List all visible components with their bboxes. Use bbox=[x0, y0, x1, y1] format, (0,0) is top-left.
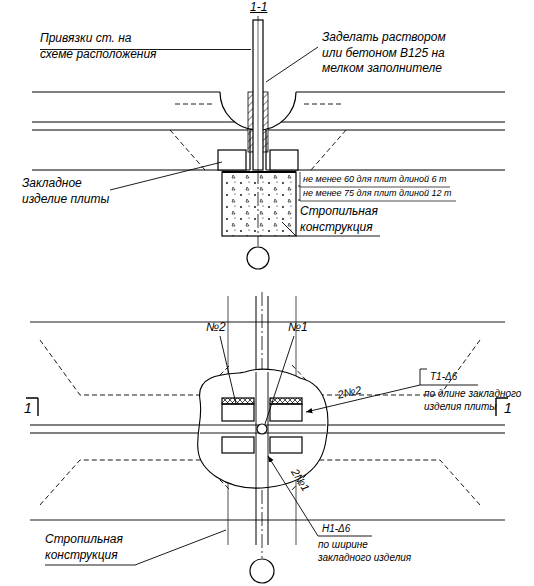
drawing-stroke bbox=[270, 404, 302, 421]
section-mark: 1 bbox=[24, 399, 32, 417]
drawing-stroke bbox=[198, 369, 328, 488]
drawing-stroke bbox=[135, 530, 226, 565]
drawing-stroke bbox=[270, 150, 298, 170]
drawing-stroke bbox=[222, 404, 254, 421]
drawing-stroke bbox=[258, 20, 259, 170]
drawing-stroke bbox=[268, 456, 318, 536]
weld-code: Т1-Δ6 bbox=[430, 370, 457, 383]
drawing-stroke bbox=[296, 91, 505, 92]
drawing-stroke bbox=[306, 385, 420, 412]
drawing-stroke bbox=[282, 222, 296, 236]
drawing-stroke bbox=[270, 398, 302, 404]
drawing-stroke bbox=[200, 372, 326, 488]
drawing-stroke bbox=[220, 336, 236, 404]
drawing-stroke bbox=[32, 129, 248, 130]
drawing-stroke bbox=[32, 121, 248, 122]
drawing-stroke bbox=[270, 437, 302, 453]
drawing-stroke bbox=[250, 559, 274, 583]
drawing-stroke bbox=[45, 565, 135, 566]
callout-number: №1 bbox=[288, 320, 308, 336]
weld-code: Н1-Δ6 bbox=[322, 522, 350, 535]
drawing-stroke bbox=[222, 437, 254, 453]
drawing-stroke bbox=[110, 162, 222, 190]
drawing-stroke bbox=[266, 47, 318, 82]
weld-note: по ширине закладного изделия bbox=[318, 538, 413, 564]
part-label: Стропильная конструкция bbox=[45, 532, 122, 563]
note-text: Заделать раствором или бетоном В125 на м… bbox=[322, 30, 447, 77]
note-text: Привязки ст. на схеме расположения bbox=[40, 31, 158, 62]
dimension-note: не менее 60 для плит длиной 6 m bbox=[303, 174, 447, 186]
drawing-stroke bbox=[26, 16, 508, 583]
drawing-stroke bbox=[300, 172, 301, 201]
drawing-stroke bbox=[222, 171, 296, 173]
drawing-stroke bbox=[222, 398, 254, 404]
drawing-stroke bbox=[222, 172, 296, 236]
drawing-stroke bbox=[318, 536, 372, 537]
drawing-stroke bbox=[253, 20, 263, 170]
drawing-stroke bbox=[218, 150, 246, 170]
section-title: 1-1 bbox=[250, 0, 267, 16]
dimension-note: не менее 75 для плит длиной 12 m bbox=[303, 188, 452, 200]
part-label: Стропильная конструкция bbox=[300, 204, 377, 235]
drawing-stroke bbox=[32, 91, 220, 92]
drawing-stroke bbox=[268, 129, 505, 130]
drawing-stroke bbox=[32, 169, 250, 170]
drawing-stroke bbox=[300, 187, 450, 188]
drawing-stroke bbox=[296, 236, 380, 237]
section-mark: 1 bbox=[504, 399, 512, 417]
drawing-stroke bbox=[40, 340, 480, 505]
drawing-stroke bbox=[268, 121, 505, 122]
callout-number: №2 bbox=[206, 320, 226, 336]
drawing-stroke bbox=[265, 336, 294, 424]
drawing-stroke bbox=[420, 369, 427, 385]
drawing-stroke bbox=[266, 169, 505, 170]
part-label: Закладное изделие плиты bbox=[22, 176, 110, 207]
drawing-stroke bbox=[300, 201, 456, 202]
callout-number: 2№2 bbox=[336, 383, 363, 402]
drawing-stroke bbox=[247, 247, 269, 269]
drawing-stroke bbox=[420, 385, 478, 386]
drawing-stroke bbox=[257, 424, 267, 434]
